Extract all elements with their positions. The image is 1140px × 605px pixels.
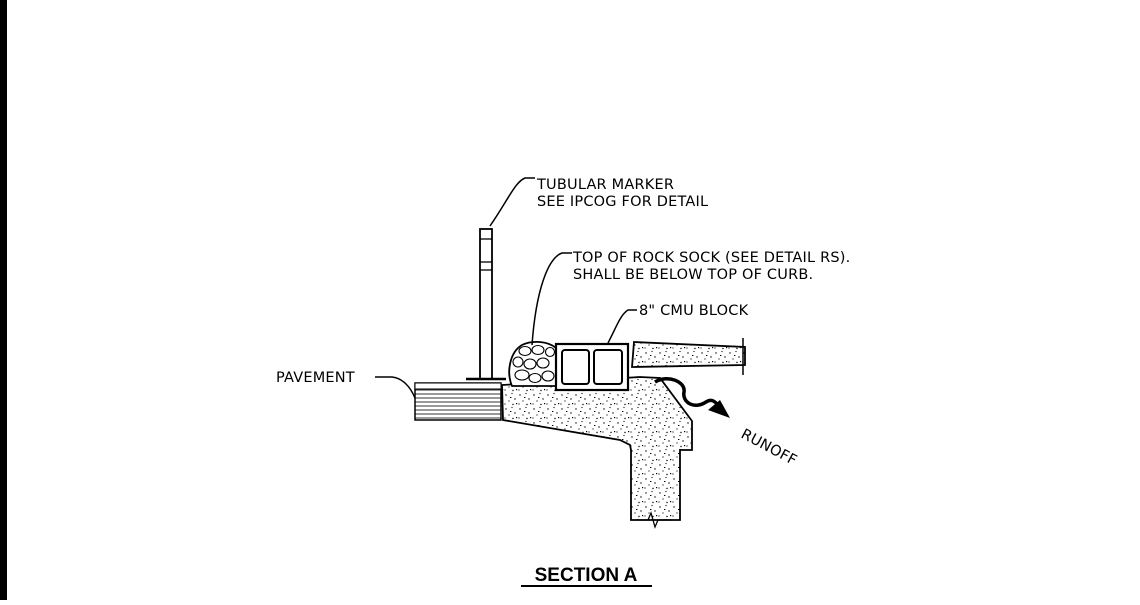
runoff-arrowhead: [708, 400, 730, 418]
rock-sock: [508, 341, 559, 387]
pavement-leader: [375, 376, 416, 399]
rock-sock-label-2: SHALL BE BELOW TOP OF CURB.: [573, 267, 813, 283]
rock-sock-label-1: TOP OF ROCK SOCK (SEE DETAIL RS).: [572, 250, 850, 266]
tubular-marker-post: [479, 228, 493, 380]
curb-concrete: [501, 376, 693, 521]
tubular-marker-leader: [489, 177, 535, 227]
tubular-marker-label-1: TUBULAR MARKER: [536, 177, 674, 193]
cmu-block: [554, 342, 630, 392]
section-title: SECTION A: [535, 565, 638, 586]
tubular-marker-label-2: SEE IPCOG FOR DETAIL: [537, 194, 708, 210]
break-symbol: [640, 511, 672, 529]
rock-sock-leader: [531, 252, 572, 346]
cmu-block-label: 8" CMU BLOCK: [639, 303, 749, 319]
runoff-label: RUNOFF: [738, 426, 799, 469]
pavement-top-layer: [414, 382, 502, 390]
cmu-block-leader: [607, 309, 637, 344]
upper-slab: [631, 341, 746, 368]
runoff-arrow-shaft: [654, 377, 722, 409]
pavement-label: PAVEMENT: [276, 370, 355, 386]
sheet-border-left: [0, 0, 7, 600]
